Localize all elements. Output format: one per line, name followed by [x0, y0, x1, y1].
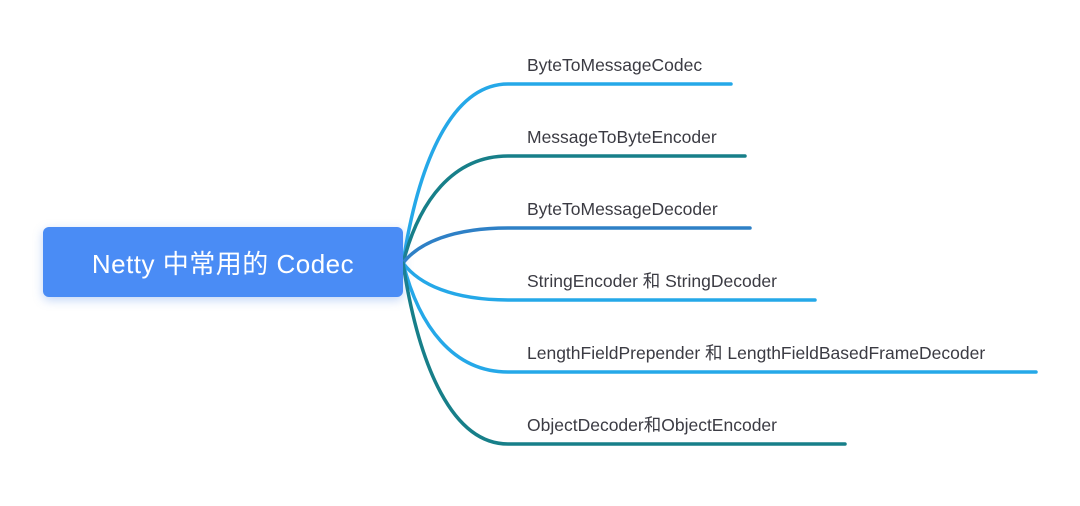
branch-line-1	[401, 154, 747, 265]
branch-line-0	[401, 82, 733, 265]
branch-node-5[interactable]: ObjectDecoder和ObjectEncoder	[527, 415, 777, 435]
branch-node-1[interactable]: MessageToByteEncoder	[527, 127, 717, 147]
root-node-label: Netty 中常用的 Codec	[91, 248, 355, 279]
branch-line-3	[401, 261, 817, 302]
branch-node-4[interactable]: LengthFieldPrepender 和 LengthFieldBasedF…	[527, 343, 986, 363]
branch-node-3[interactable]: StringEncoder 和 StringDecoder	[527, 271, 777, 291]
branch-node-0[interactable]: ByteToMessageCodec	[527, 55, 703, 75]
root-node[interactable]: Netty 中常用的 Codec	[43, 227, 403, 297]
branch-line-5	[401, 261, 847, 446]
branch-line-2	[401, 226, 752, 265]
branch-line-4	[401, 261, 1038, 374]
branch-node-2[interactable]: ByteToMessageDecoder	[527, 199, 718, 219]
